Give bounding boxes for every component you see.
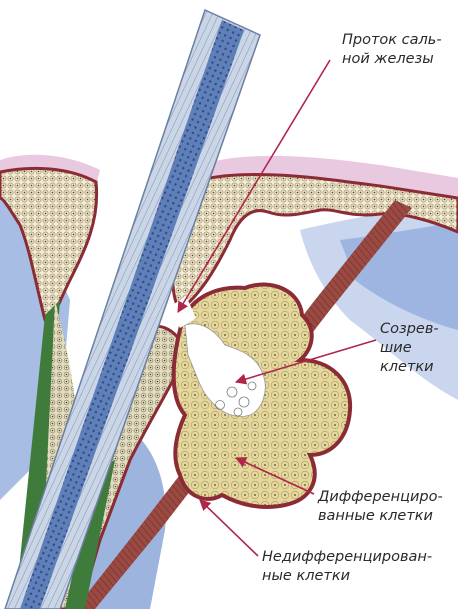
label-diff-line-1: Дифференциро- [318, 488, 443, 507]
label-differentiated-cells: Дифференциро- ванные клетки [318, 488, 443, 526]
label-diff-line-2: ванные клетки [318, 507, 443, 526]
label-mature-line-3: клетки [380, 358, 439, 377]
label-duct-line-2: ной железы [342, 50, 442, 69]
label-undifferentiated-cells: Недифференцирован- ные клетки [262, 548, 432, 586]
label-mature-line-1: Созрев- [380, 320, 439, 339]
label-undiff-line-2: ные клетки [262, 567, 432, 586]
label-mature-line-2: шие [380, 339, 439, 358]
label-mature-cells: Созрев- шие клетки [380, 320, 439, 377]
label-undiff-line-1: Недифференцирован- [262, 548, 432, 567]
label-duct-line-1: Проток саль- [342, 31, 442, 50]
pointer-undifferentiated [200, 500, 258, 556]
label-sebaceous-duct: Проток саль- ной железы [342, 31, 442, 69]
